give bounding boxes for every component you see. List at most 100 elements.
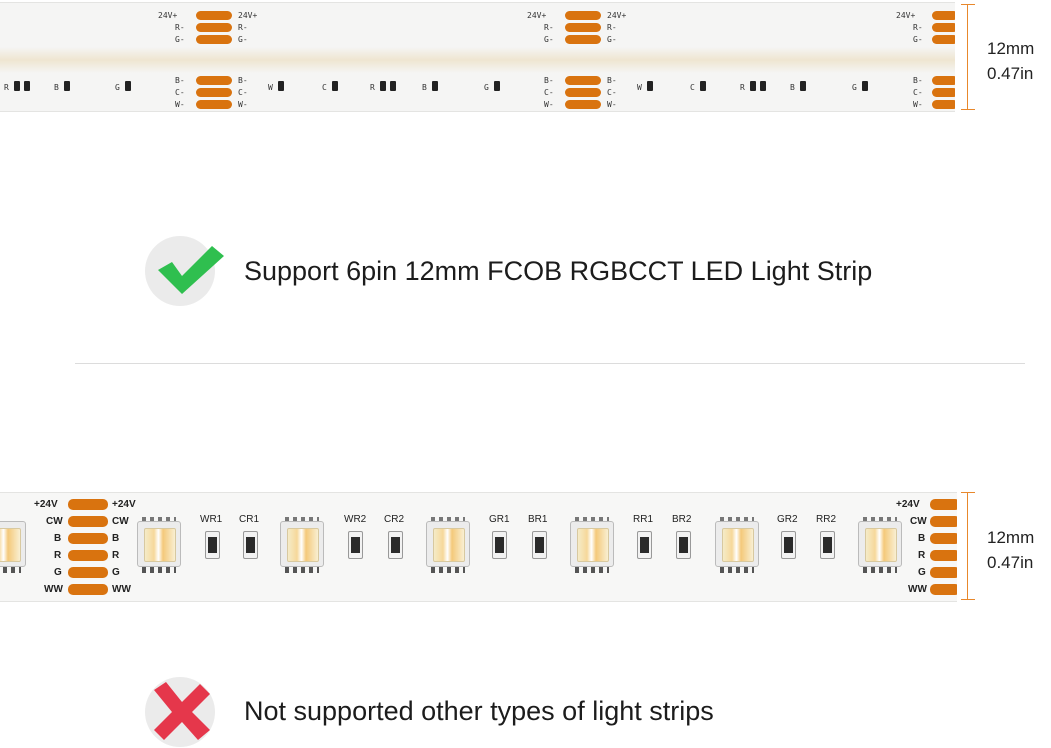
resistor (781, 531, 796, 559)
resistor (532, 531, 547, 559)
pad-label: B (54, 533, 62, 544)
resistor-label: BR1 (528, 514, 548, 525)
pad-label: C- (175, 88, 185, 97)
smd-strip-image: +24V CW B R G WW +24V CW B R G WW WR1 CR… (0, 492, 957, 602)
pad-label: G- (544, 35, 554, 44)
pad-label: WW (112, 584, 131, 595)
resistor (388, 531, 403, 559)
pad-label: G (54, 567, 62, 578)
pad-label: WW (908, 584, 927, 595)
pad-label: R (54, 550, 62, 561)
component (647, 81, 653, 91)
led-chip (137, 517, 181, 573)
solder-pad (930, 533, 957, 544)
led-chip (858, 517, 902, 573)
led-chip (280, 517, 324, 573)
solder-pad (932, 11, 955, 20)
supported-caption: Support 6pin 12mm FCOB RGBCCT LED Light … (244, 256, 873, 286)
channel-mark: B (422, 83, 427, 92)
pad-label: 24V+ (527, 11, 547, 20)
resistor-label: CR2 (384, 514, 405, 525)
pad-label: W- (544, 100, 554, 109)
pad-label: C- (607, 88, 617, 97)
resistor (637, 531, 652, 559)
channel-mark: C (690, 83, 695, 92)
component (432, 81, 438, 91)
resistor-label: WR1 (200, 514, 223, 525)
solder-pad (930, 499, 957, 510)
pad-label: B- (175, 76, 185, 85)
fcob-strip-image: 24V+ R- G- 24V+ R- G- B- C- W- B- C- W- … (0, 2, 955, 112)
resistor (243, 531, 258, 559)
resistor (676, 531, 691, 559)
pad-label: 24V+ (158, 11, 178, 20)
not-supported-caption: Not supported other types of light strip… (244, 696, 714, 726)
resistor (348, 531, 363, 559)
pad-label: G- (607, 35, 617, 44)
solder-pad (932, 35, 955, 44)
solder-pad (930, 550, 957, 561)
component (800, 81, 806, 91)
solder-pad (930, 516, 957, 527)
pad-label: CW (112, 516, 129, 527)
channel-mark: B (54, 83, 59, 92)
pad-label: 24V+ (607, 11, 627, 20)
solder-pad (932, 100, 955, 109)
component (700, 81, 706, 91)
width-dimension-line (961, 492, 980, 600)
pad-label: B (112, 533, 120, 544)
pad-label: R- (175, 23, 185, 32)
check-icon (158, 246, 224, 294)
resistor-label: GR1 (489, 514, 510, 525)
solder-pad (930, 567, 957, 578)
channel-mark: W (268, 83, 273, 92)
solder-pad (68, 567, 108, 578)
solder-pad (565, 100, 601, 109)
pad-label: C- (238, 88, 248, 97)
solder-pad (565, 11, 601, 20)
solder-pad (68, 516, 108, 527)
pad-label: CW (910, 516, 927, 527)
pad-label: G- (175, 35, 185, 44)
pad-label: 24V+ (896, 11, 916, 20)
pad-label: C- (544, 88, 554, 97)
pad-label: R- (238, 23, 248, 32)
pad-label: +24V (34, 499, 58, 510)
pad-label: B- (913, 76, 923, 85)
pad-label: W- (238, 100, 248, 109)
led-chip (0, 521, 26, 573)
pad-label: B- (238, 76, 248, 85)
led-chip (426, 517, 470, 573)
solder-pad (196, 11, 232, 20)
channel-mark: R (4, 83, 9, 92)
component (750, 81, 756, 91)
solder-pad (196, 88, 232, 97)
channel-mark: G (852, 83, 857, 92)
pad-label: G (112, 567, 120, 578)
width-in-label: 0.47in (987, 64, 1034, 83)
solder-pad (932, 76, 955, 85)
component (390, 81, 396, 91)
resistor (205, 531, 220, 559)
solder-pad (565, 23, 601, 32)
cross-icon (154, 682, 210, 740)
component (24, 81, 30, 91)
width-in-label: 0.47in (987, 553, 1034, 572)
pad-label: W- (913, 100, 923, 109)
pad-label: +24V (112, 499, 136, 510)
solder-pad (932, 88, 955, 97)
component (760, 81, 766, 91)
pad-label: B- (544, 76, 554, 85)
channel-mark: G (115, 83, 120, 92)
channel-mark: B (790, 83, 795, 92)
solder-pad (932, 23, 955, 32)
solder-pad (196, 23, 232, 32)
pad-label: C- (913, 88, 923, 97)
component (278, 81, 284, 91)
pad-label: R- (544, 23, 554, 32)
pad-label: W- (607, 100, 617, 109)
solder-pad (930, 584, 957, 595)
pad-label: B- (607, 76, 617, 85)
solder-pad (565, 35, 601, 44)
width-dimension-line (961, 4, 980, 110)
